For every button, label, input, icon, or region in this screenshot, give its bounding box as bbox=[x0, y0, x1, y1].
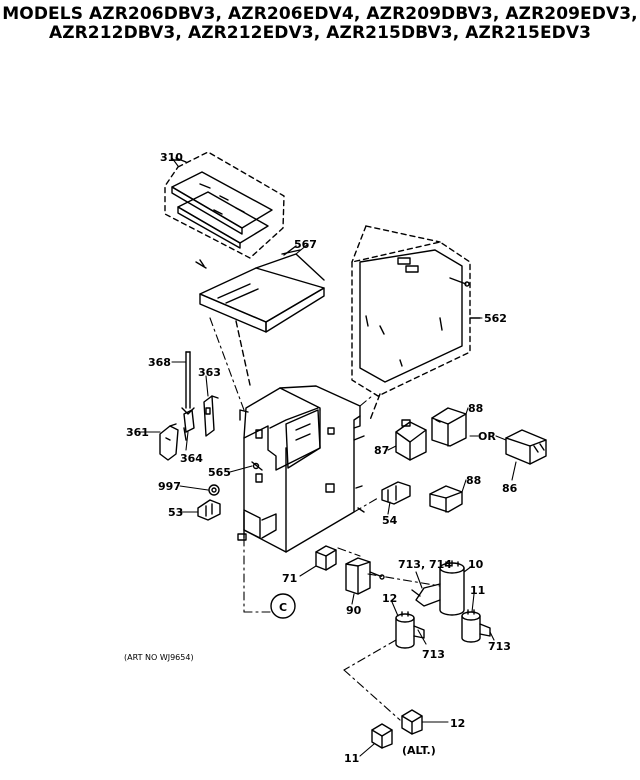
label-310: 310 bbox=[160, 151, 183, 164]
label-361: 361 bbox=[126, 426, 149, 439]
panel-567 bbox=[195, 245, 325, 386]
reference-lines bbox=[209, 317, 441, 721]
label-or: OR bbox=[478, 430, 496, 443]
leader-lines bbox=[139, 157, 517, 757]
label-12-top: 12 bbox=[382, 592, 397, 605]
label-713-middle: 713 bbox=[422, 648, 445, 661]
label-11-bottom: 11 bbox=[344, 752, 359, 765]
cover-562 bbox=[351, 225, 481, 421]
label-368: 368 bbox=[148, 356, 171, 369]
label-90: 90 bbox=[346, 604, 362, 617]
label-alt: (ALT.) bbox=[402, 744, 436, 757]
models-title-line-2: AZR212DBV3, AZR212EDV3, AZR215DBV3, AZR2… bbox=[48, 23, 592, 43]
terminal-54 bbox=[381, 481, 411, 505]
small-parts-997-53 bbox=[197, 484, 221, 521]
label-713-714: 713, 714 bbox=[398, 558, 452, 571]
label-713-right: 713 bbox=[488, 640, 511, 653]
label-54: 54 bbox=[382, 514, 398, 527]
label-364: 364 bbox=[180, 452, 203, 465]
models-title-line-1: MODELS AZR206DBV3, AZR206EDV4, AZR209DBV… bbox=[2, 4, 638, 24]
label-87: 87 bbox=[374, 444, 389, 457]
art-number: (ART NO WJ9654) bbox=[124, 653, 194, 662]
capacitor-12 bbox=[395, 611, 425, 649]
bracket-parts bbox=[159, 351, 263, 471]
alt-capacitors bbox=[371, 709, 423, 749]
label-565: 565 bbox=[208, 466, 231, 479]
label-997: 997 bbox=[158, 480, 181, 493]
label-562: 562 bbox=[484, 312, 507, 325]
label-88-top: 88 bbox=[468, 402, 483, 415]
label-12-bottom: 12 bbox=[450, 717, 465, 730]
callout-circle-c bbox=[270, 593, 296, 619]
capacitor-11 bbox=[461, 609, 491, 643]
label-71: 71 bbox=[282, 572, 297, 585]
label-10: 10 bbox=[468, 558, 484, 571]
label-88-bottom: 88 bbox=[466, 474, 481, 487]
callout-c-label: C bbox=[279, 601, 287, 614]
relay-88-top bbox=[431, 407, 467, 447]
label-363: 363 bbox=[198, 366, 221, 379]
relay-87 bbox=[395, 419, 427, 461]
filter-310 bbox=[164, 151, 285, 259]
part-90 bbox=[345, 557, 385, 595]
control-housing bbox=[237, 385, 365, 553]
label-11-top: 11 bbox=[470, 584, 485, 597]
capacitor-10 bbox=[411, 560, 465, 616]
relay-86 bbox=[505, 429, 547, 465]
relay-88-bottom bbox=[429, 485, 463, 513]
label-53: 53 bbox=[168, 506, 183, 519]
part-71 bbox=[315, 545, 337, 571]
label-567: 567 bbox=[294, 238, 317, 251]
label-86: 86 bbox=[502, 482, 518, 495]
